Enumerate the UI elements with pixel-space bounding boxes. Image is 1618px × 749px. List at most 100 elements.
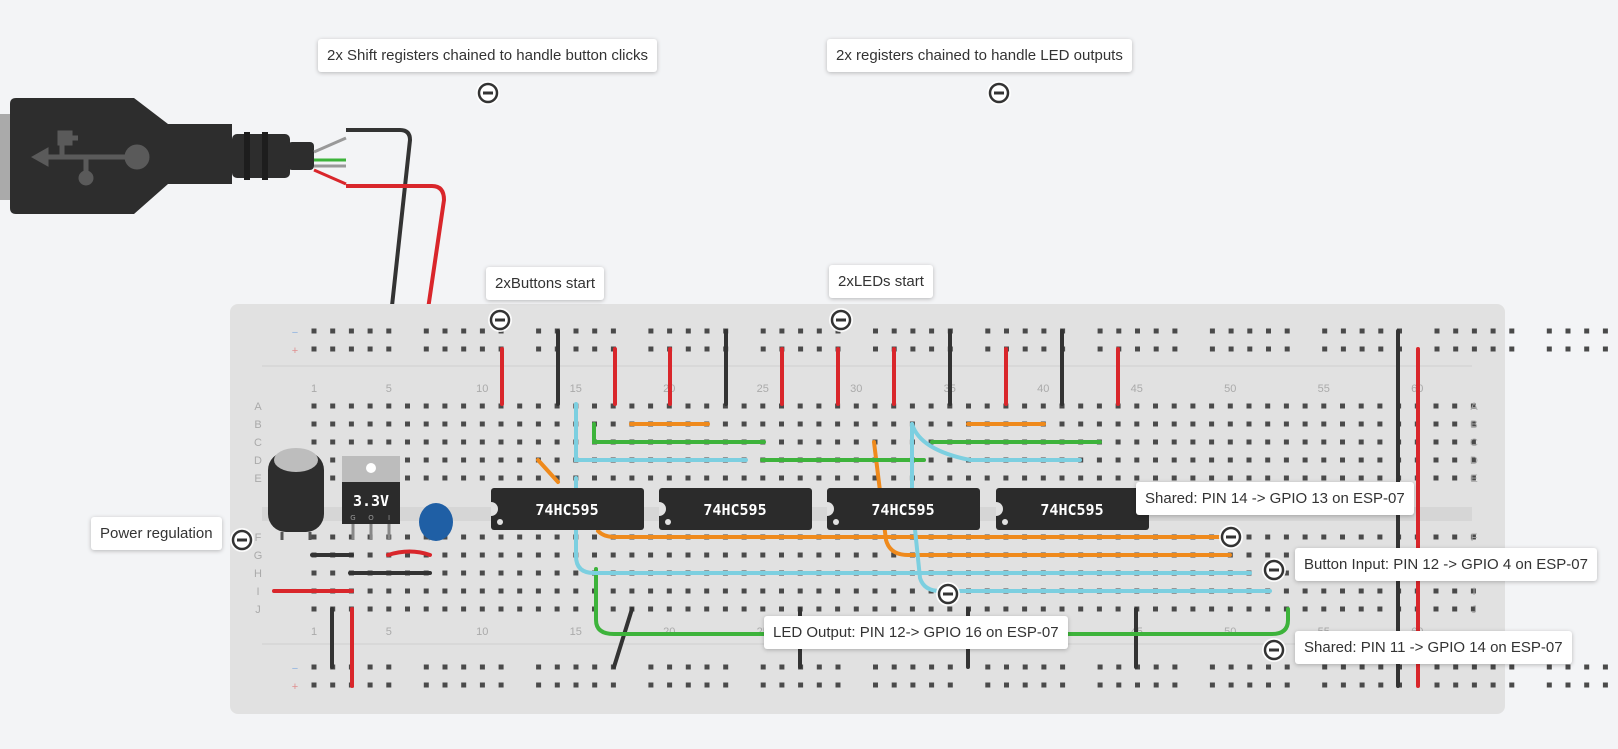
- breadboard-hole[interactable]: [367, 421, 373, 427]
- breadboard-hole[interactable]: [1265, 475, 1271, 481]
- rail-hole[interactable]: [367, 682, 373, 688]
- rail-hole[interactable]: [592, 346, 598, 352]
- breadboard-hole[interactable]: [1190, 421, 1196, 427]
- breadboard-hole[interactable]: [722, 403, 728, 409]
- breadboard-hole[interactable]: [442, 457, 448, 463]
- rail-hole[interactable]: [1490, 346, 1496, 352]
- breadboard-hole[interactable]: [1340, 534, 1345, 540]
- breadboard-hole[interactable]: [442, 439, 448, 445]
- breadboard-hole[interactable]: [1022, 403, 1028, 409]
- breadboard-hole[interactable]: [891, 606, 897, 612]
- breadboard-hole[interactable]: [1115, 403, 1121, 409]
- breadboard-hole[interactable]: [1340, 439, 1345, 445]
- breadboard-hole[interactable]: [779, 403, 784, 409]
- rail-hole[interactable]: [1471, 682, 1477, 688]
- rail-hole[interactable]: [1266, 682, 1271, 688]
- breadboard-hole[interactable]: [760, 475, 766, 481]
- breadboard-hole[interactable]: [610, 475, 616, 481]
- rail-hole[interactable]: [1359, 328, 1365, 334]
- breadboard-hole[interactable]: [853, 403, 859, 409]
- breadboard-hole[interactable]: [1153, 606, 1158, 612]
- breadboard-hole[interactable]: [461, 457, 467, 463]
- breadboard-hole[interactable]: [872, 475, 878, 481]
- breadboard-hole[interactable]: [947, 606, 953, 612]
- annotation-pin-icon[interactable]: [476, 81, 500, 105]
- breadboard-hole[interactable]: [1209, 606, 1215, 612]
- breadboard-hole[interactable]: [517, 534, 523, 540]
- chip-74hc595-2[interactable]: 74HC595: [659, 488, 812, 530]
- breadboard-hole[interactable]: [517, 475, 523, 481]
- breadboard-hole[interactable]: [1171, 457, 1177, 463]
- wire-orange[interactable]: [872, 440, 1232, 557]
- rail-hole[interactable]: [610, 328, 616, 334]
- breadboard-hole[interactable]: [311, 421, 317, 427]
- rail-hole[interactable]: [442, 328, 448, 334]
- rail-hole[interactable]: [573, 328, 579, 334]
- breadboard-hole[interactable]: [1452, 457, 1458, 463]
- breadboard-hole[interactable]: [1246, 421, 1252, 427]
- breadboard-hole[interactable]: [685, 475, 691, 481]
- breadboard-hole[interactable]: [535, 439, 541, 445]
- rail-hole[interactable]: [1565, 328, 1571, 334]
- breadboard-hole[interactable]: [1246, 475, 1252, 481]
- breadboard-hole[interactable]: [610, 403, 616, 409]
- breadboard-hole[interactable]: [928, 457, 934, 463]
- rail-hole[interactable]: [760, 346, 766, 352]
- rail-hole[interactable]: [1097, 664, 1103, 670]
- rail-hole[interactable]: [1284, 328, 1290, 334]
- breadboard-hole[interactable]: [816, 421, 822, 427]
- breadboard-hole[interactable]: [835, 552, 841, 558]
- breadboard-hole[interactable]: [629, 475, 635, 481]
- rail-hole[interactable]: [442, 664, 448, 670]
- breadboard-hole[interactable]: [1059, 421, 1065, 427]
- breadboard-hole[interactable]: [816, 475, 822, 481]
- breadboard-hole[interactable]: [1377, 534, 1383, 540]
- rail-hole[interactable]: [779, 328, 785, 334]
- rail-hole[interactable]: [1284, 346, 1290, 352]
- note-buttons-start[interactable]: 2xButtons start: [486, 267, 605, 300]
- breadboard-hole[interactable]: [722, 552, 728, 558]
- breadboard-hole[interactable]: [1302, 534, 1308, 540]
- wire-black[interactable]: [612, 607, 634, 669]
- annotation-pin-icon[interactable]: [1262, 558, 1286, 582]
- breadboard-hole[interactable]: [760, 606, 766, 612]
- breadboard-hole[interactable]: [1040, 606, 1046, 612]
- breadboard-hole[interactable]: [1227, 475, 1233, 481]
- rail-hole[interactable]: [835, 664, 841, 670]
- breadboard-hole[interactable]: [1358, 588, 1364, 594]
- breadboard-hole[interactable]: [1340, 606, 1345, 612]
- breadboard-hole[interactable]: [648, 552, 654, 558]
- breadboard-hole[interactable]: [498, 421, 504, 427]
- breadboard-hole[interactable]: [760, 403, 766, 409]
- breadboard-hole[interactable]: [1377, 421, 1383, 427]
- rail-hole[interactable]: [461, 682, 467, 688]
- rail-hole[interactable]: [1453, 682, 1459, 688]
- breadboard-hole[interactable]: [741, 552, 747, 558]
- breadboard-hole[interactable]: [461, 570, 467, 576]
- rail-hole[interactable]: [1116, 328, 1122, 334]
- breadboard-hole[interactable]: [1209, 421, 1215, 427]
- annotation-pin-icon[interactable]: [936, 582, 960, 606]
- breadboard-hole[interactable]: [928, 421, 934, 427]
- breadboard-hole[interactable]: [461, 588, 467, 594]
- breadboard-hole[interactable]: [1358, 534, 1364, 540]
- rail-hole[interactable]: [1228, 664, 1234, 670]
- breadboard-hole[interactable]: [423, 457, 429, 463]
- rail-hole[interactable]: [1378, 682, 1384, 688]
- breadboard-hole[interactable]: [479, 588, 485, 594]
- rail-hole[interactable]: [1172, 664, 1178, 670]
- rail-hole[interactable]: [423, 328, 429, 334]
- breadboard-hole[interactable]: [741, 606, 747, 612]
- usb-ground-wire[interactable]: [346, 128, 413, 491]
- breadboard-hole[interactable]: [984, 606, 990, 612]
- breadboard-hole[interactable]: [423, 439, 429, 445]
- rail-hole[interactable]: [929, 682, 935, 688]
- breadboard-hole[interactable]: [1358, 475, 1364, 481]
- note-power-regulation[interactable]: Power regulation: [91, 517, 222, 550]
- rail-hole[interactable]: [1172, 346, 1178, 352]
- breadboard-hole[interactable]: [1433, 457, 1439, 463]
- breadboard-hole[interactable]: [498, 570, 504, 576]
- breadboard-hole[interactable]: [1153, 403, 1158, 409]
- breadboard-hole[interactable]: [704, 403, 710, 409]
- wire-cyan[interactable]: [910, 422, 1082, 462]
